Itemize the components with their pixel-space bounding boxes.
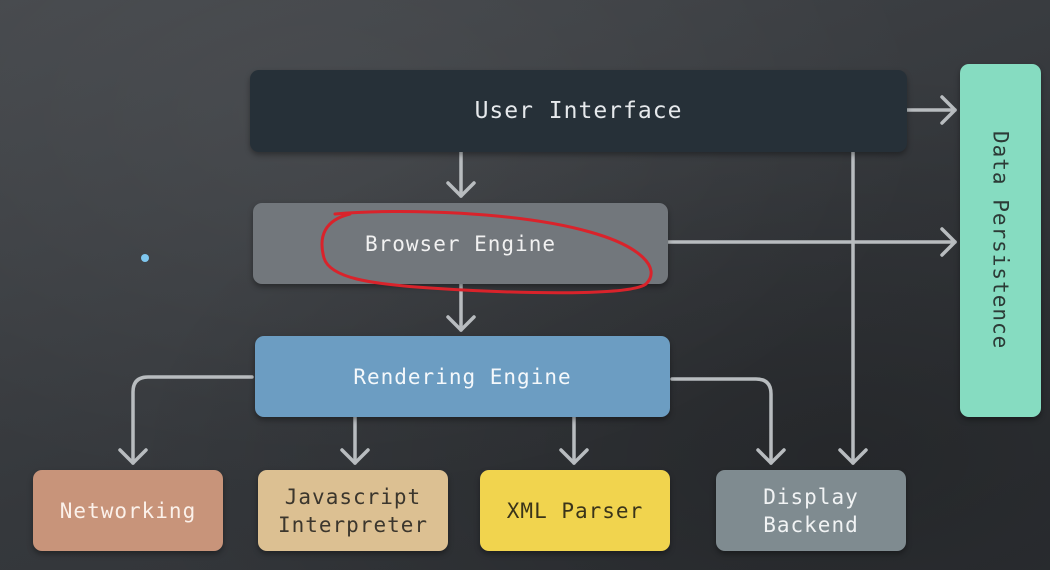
- arrow-rendering-engine-to-javascript-interpreter: [340, 415, 370, 465]
- networking-box: Networking: [33, 470, 223, 551]
- arrow-ui-to-browser-engine: [446, 150, 476, 198]
- data-persistence-label: Data Persistence: [988, 131, 1013, 350]
- arrow-browser-engine-to-rendering-engine: [446, 282, 476, 332]
- arrow-ui-to-data-persistence: [905, 95, 957, 125]
- xml-parser-label: XML Parser: [506, 498, 644, 523]
- arrow-rendering-engine-to-networking: [118, 375, 254, 465]
- arrow-rendering-engine-to-display-backend: [670, 377, 786, 465]
- user-interface-label: User Interface: [474, 98, 683, 124]
- networking-label: Networking: [59, 498, 197, 523]
- browser-engine-label: Browser Engine: [364, 231, 556, 256]
- javascript-interpreter-label: Javascript Interpreter: [277, 484, 429, 537]
- display-backend-box: Display Backend: [716, 470, 906, 551]
- arrow-ui-to-display-backend: [838, 150, 868, 465]
- data-persistence-box: Data Persistence: [960, 64, 1041, 417]
- rendering-engine-label: Rendering Engine: [353, 364, 572, 389]
- xml-parser-box: XML Parser: [480, 470, 670, 551]
- red-ellipse-mark: [320, 209, 653, 295]
- javascript-interpreter-box: Javascript Interpreter: [258, 470, 448, 551]
- arrow-browser-engine-to-data-persistence: [666, 227, 957, 257]
- user-interface-box: User Interface: [250, 70, 907, 152]
- rendering-engine-box: Rendering Engine: [255, 336, 670, 417]
- arrow-rendering-engine-to-xml-parser: [559, 415, 589, 465]
- pointer-dot: [141, 254, 149, 262]
- display-backend-label: Display Backend: [763, 484, 859, 537]
